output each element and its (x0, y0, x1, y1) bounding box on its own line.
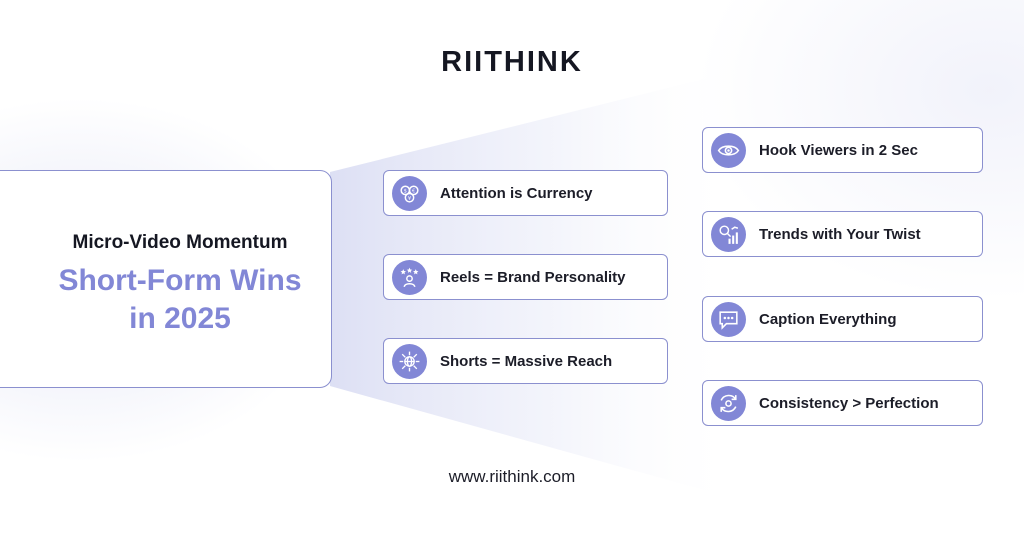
chat-bubble-icon (711, 301, 746, 337)
pill-label: Attention is Currency (440, 184, 593, 202)
pill-label: Trends with Your Twist (759, 225, 921, 243)
brand-logo: RIITHINK (441, 46, 583, 78)
svg-text:€: € (412, 188, 415, 194)
trend-chart-icon (711, 216, 746, 252)
pill-label: Caption Everything (759, 310, 897, 328)
hero-headline: Short-Form Wins in 2025 (0, 262, 360, 338)
eye-icon (711, 132, 746, 168)
stars-person-icon (392, 259, 427, 295)
hero-card (0, 170, 332, 388)
hero-subtitle: Micro-Video Momentum (72, 232, 288, 253)
globe-network-icon (392, 343, 427, 379)
pill-label: Reels = Brand Personality (440, 268, 626, 286)
pill-consistency: Consistency > Perfection (702, 380, 983, 426)
pill-shorts-reach: Shorts = Massive Reach (383, 338, 668, 384)
pill-reels-personality: Reels = Brand Personality (383, 254, 668, 300)
pill-caption-everything: Caption Everything (702, 296, 983, 342)
website-link[interactable]: www.riithink.com (448, 467, 576, 486)
svg-text:¥: ¥ (408, 195, 412, 201)
pill-label: Shorts = Massive Reach (440, 352, 613, 370)
pill-label: Consistency > Perfection (759, 394, 939, 412)
hero-headline-line2: in 2025 (129, 302, 231, 335)
pill-hook-viewers: Hook Viewers in 2 Sec (702, 127, 983, 173)
svg-text:$: $ (404, 188, 407, 194)
pill-trends-twist: Trends with Your Twist (702, 211, 983, 257)
pill-label: Hook Viewers in 2 Sec (759, 141, 918, 159)
pill-attention-currency: $ € ¥ Attention is Currency (383, 170, 668, 216)
hero-headline-line1: Short-Form Wins (58, 264, 302, 297)
currency-icon: $ € ¥ (392, 175, 427, 211)
cycle-icon (711, 385, 746, 421)
